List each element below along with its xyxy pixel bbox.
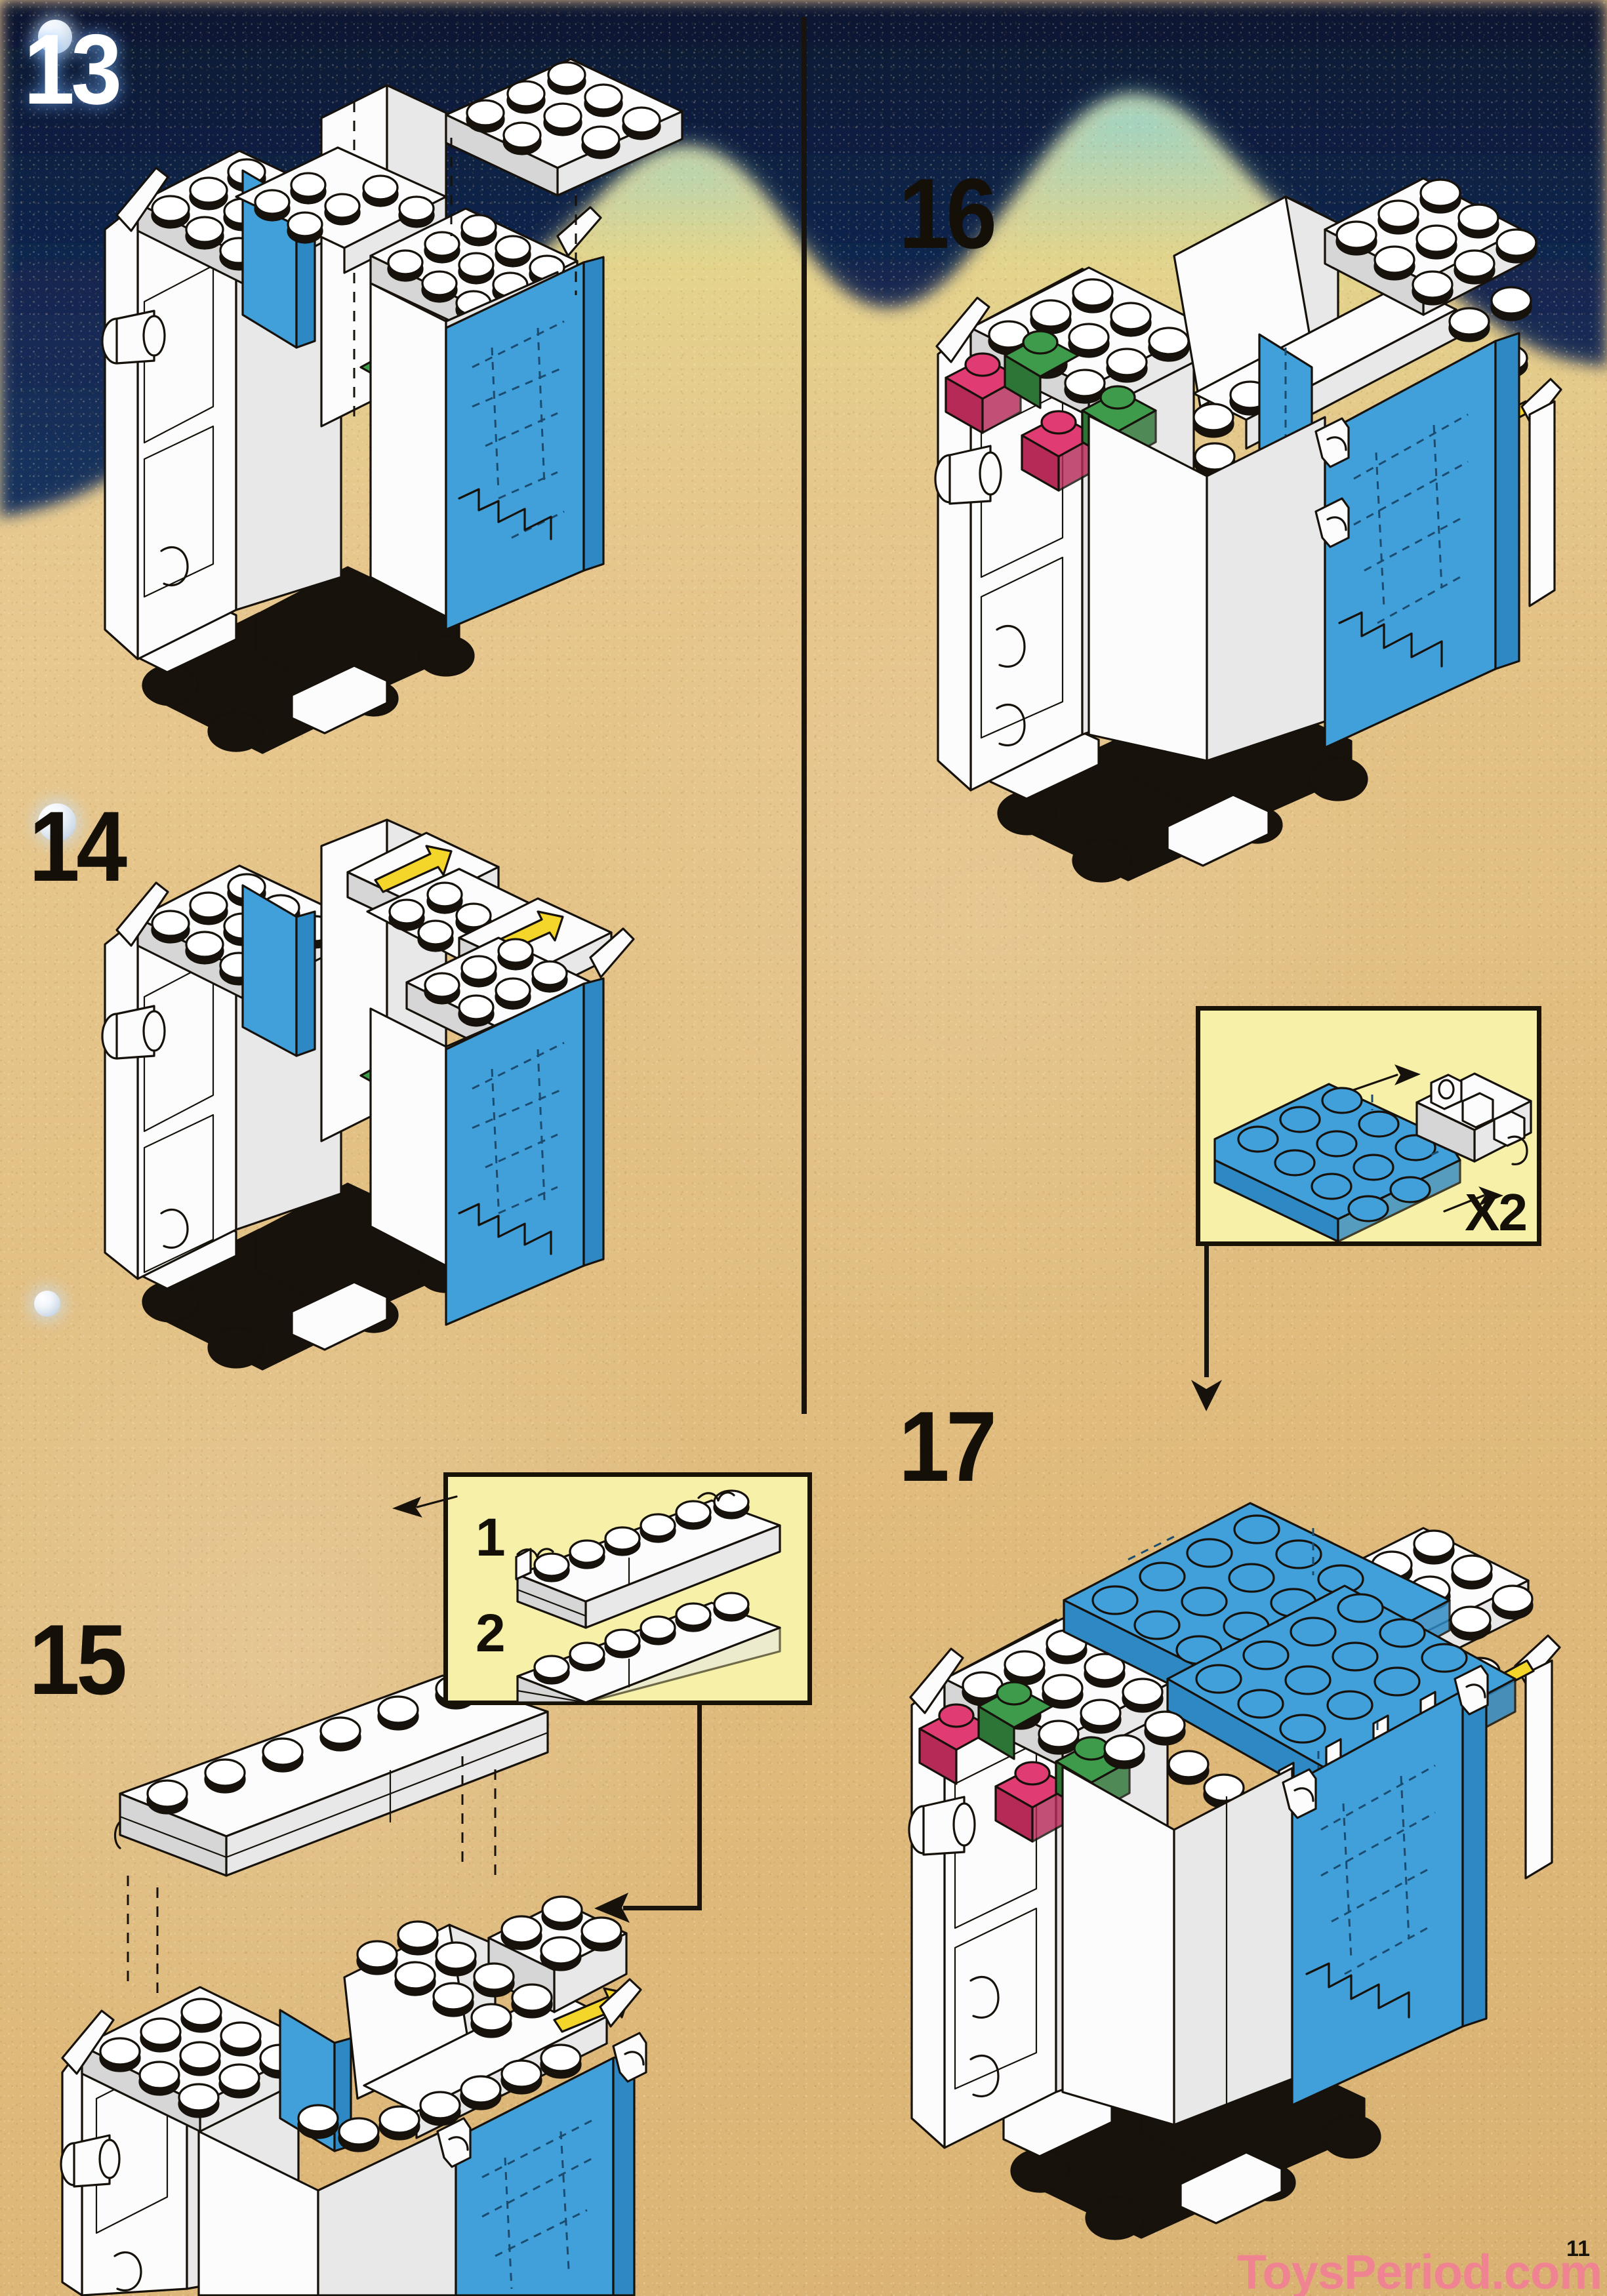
inset-blue-plate-subassembly: X2: [1196, 1006, 1541, 1246]
inset-part-label-1: 1: [476, 1508, 506, 1567]
light-bubble: [34, 1291, 60, 1317]
connector-arrow-to-step17: [1191, 1380, 1222, 1411]
column-divider: [802, 17, 807, 1414]
connector-arrow-to-step15-side: [594, 1893, 630, 1923]
step-number-17: 17: [899, 1391, 997, 1502]
inset-quantity-x2: X2: [1465, 1183, 1528, 1241]
inset-parts-drawing: [515, 1489, 781, 1704]
light-bubble: [38, 20, 72, 54]
step-number-13: 13: [24, 14, 122, 125]
step-14-illustration: [101, 818, 635, 1371]
connector-line-left-to-step15: [623, 1906, 702, 1910]
connector-line-vertical-to-step17: [1204, 1246, 1209, 1377]
step-number-15: 15: [29, 1604, 127, 1716]
step-15-illustration: [60, 1674, 647, 2296]
step-number-16: 16: [899, 158, 997, 270]
connector-line-down-from-inset: [697, 1704, 702, 1910]
step-number-14: 14: [29, 791, 127, 902]
inset-blue-plate-drawing: [1213, 1064, 1532, 1243]
connector-arrow-to-step15-top: [392, 1495, 458, 1518]
inset-parts-1-2: 1 2: [443, 1472, 812, 1705]
site-watermark: ToysPeriod.com: [1236, 2245, 1602, 2296]
step-13-illustration: [101, 58, 683, 754]
direction-arrow-icon: [374, 845, 453, 893]
light-bubble: [38, 803, 76, 841]
inset-part-label-2: 2: [476, 1603, 506, 1663]
step-17-illustration: [908, 1502, 1561, 2240]
page-number: 11: [1566, 2236, 1590, 2261]
step-16-illustration: [934, 177, 1562, 883]
